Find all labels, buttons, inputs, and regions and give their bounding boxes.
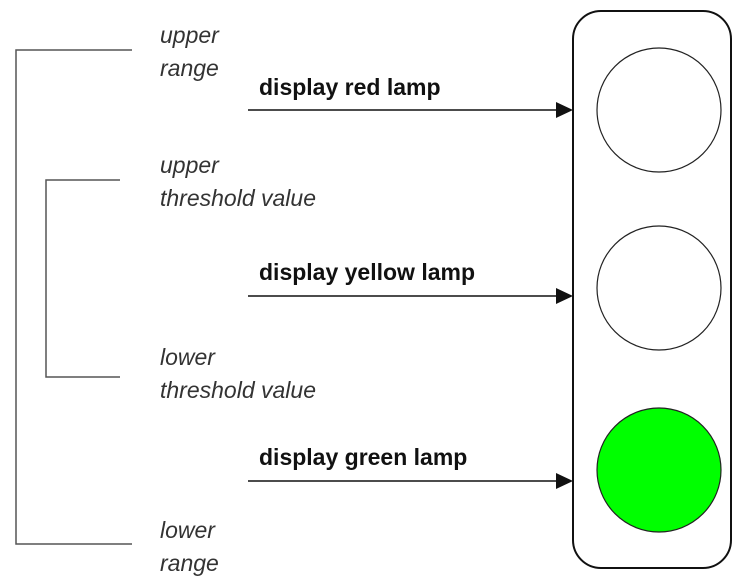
threshold-bracket <box>45 179 120 378</box>
yellow-lamp <box>596 225 722 351</box>
upper-threshold-label: upper threshold value <box>160 152 316 211</box>
upper-range-label: upper range <box>160 22 225 81</box>
red-arrow <box>248 102 573 118</box>
lower-threshold-label: lower threshold value <box>160 344 316 403</box>
red-lamp <box>596 47 722 173</box>
green-lamp <box>596 407 722 533</box>
display-green-lamp-label: display green lamp <box>259 444 467 470</box>
yellow-arrow <box>248 288 573 304</box>
display-yellow-lamp-label: display yellow lamp <box>259 259 475 285</box>
green-arrow <box>248 473 573 489</box>
outer-range-bracket <box>15 49 132 545</box>
lower-range-label: lower range <box>160 517 221 576</box>
display-red-lamp-label: display red lamp <box>259 74 441 100</box>
